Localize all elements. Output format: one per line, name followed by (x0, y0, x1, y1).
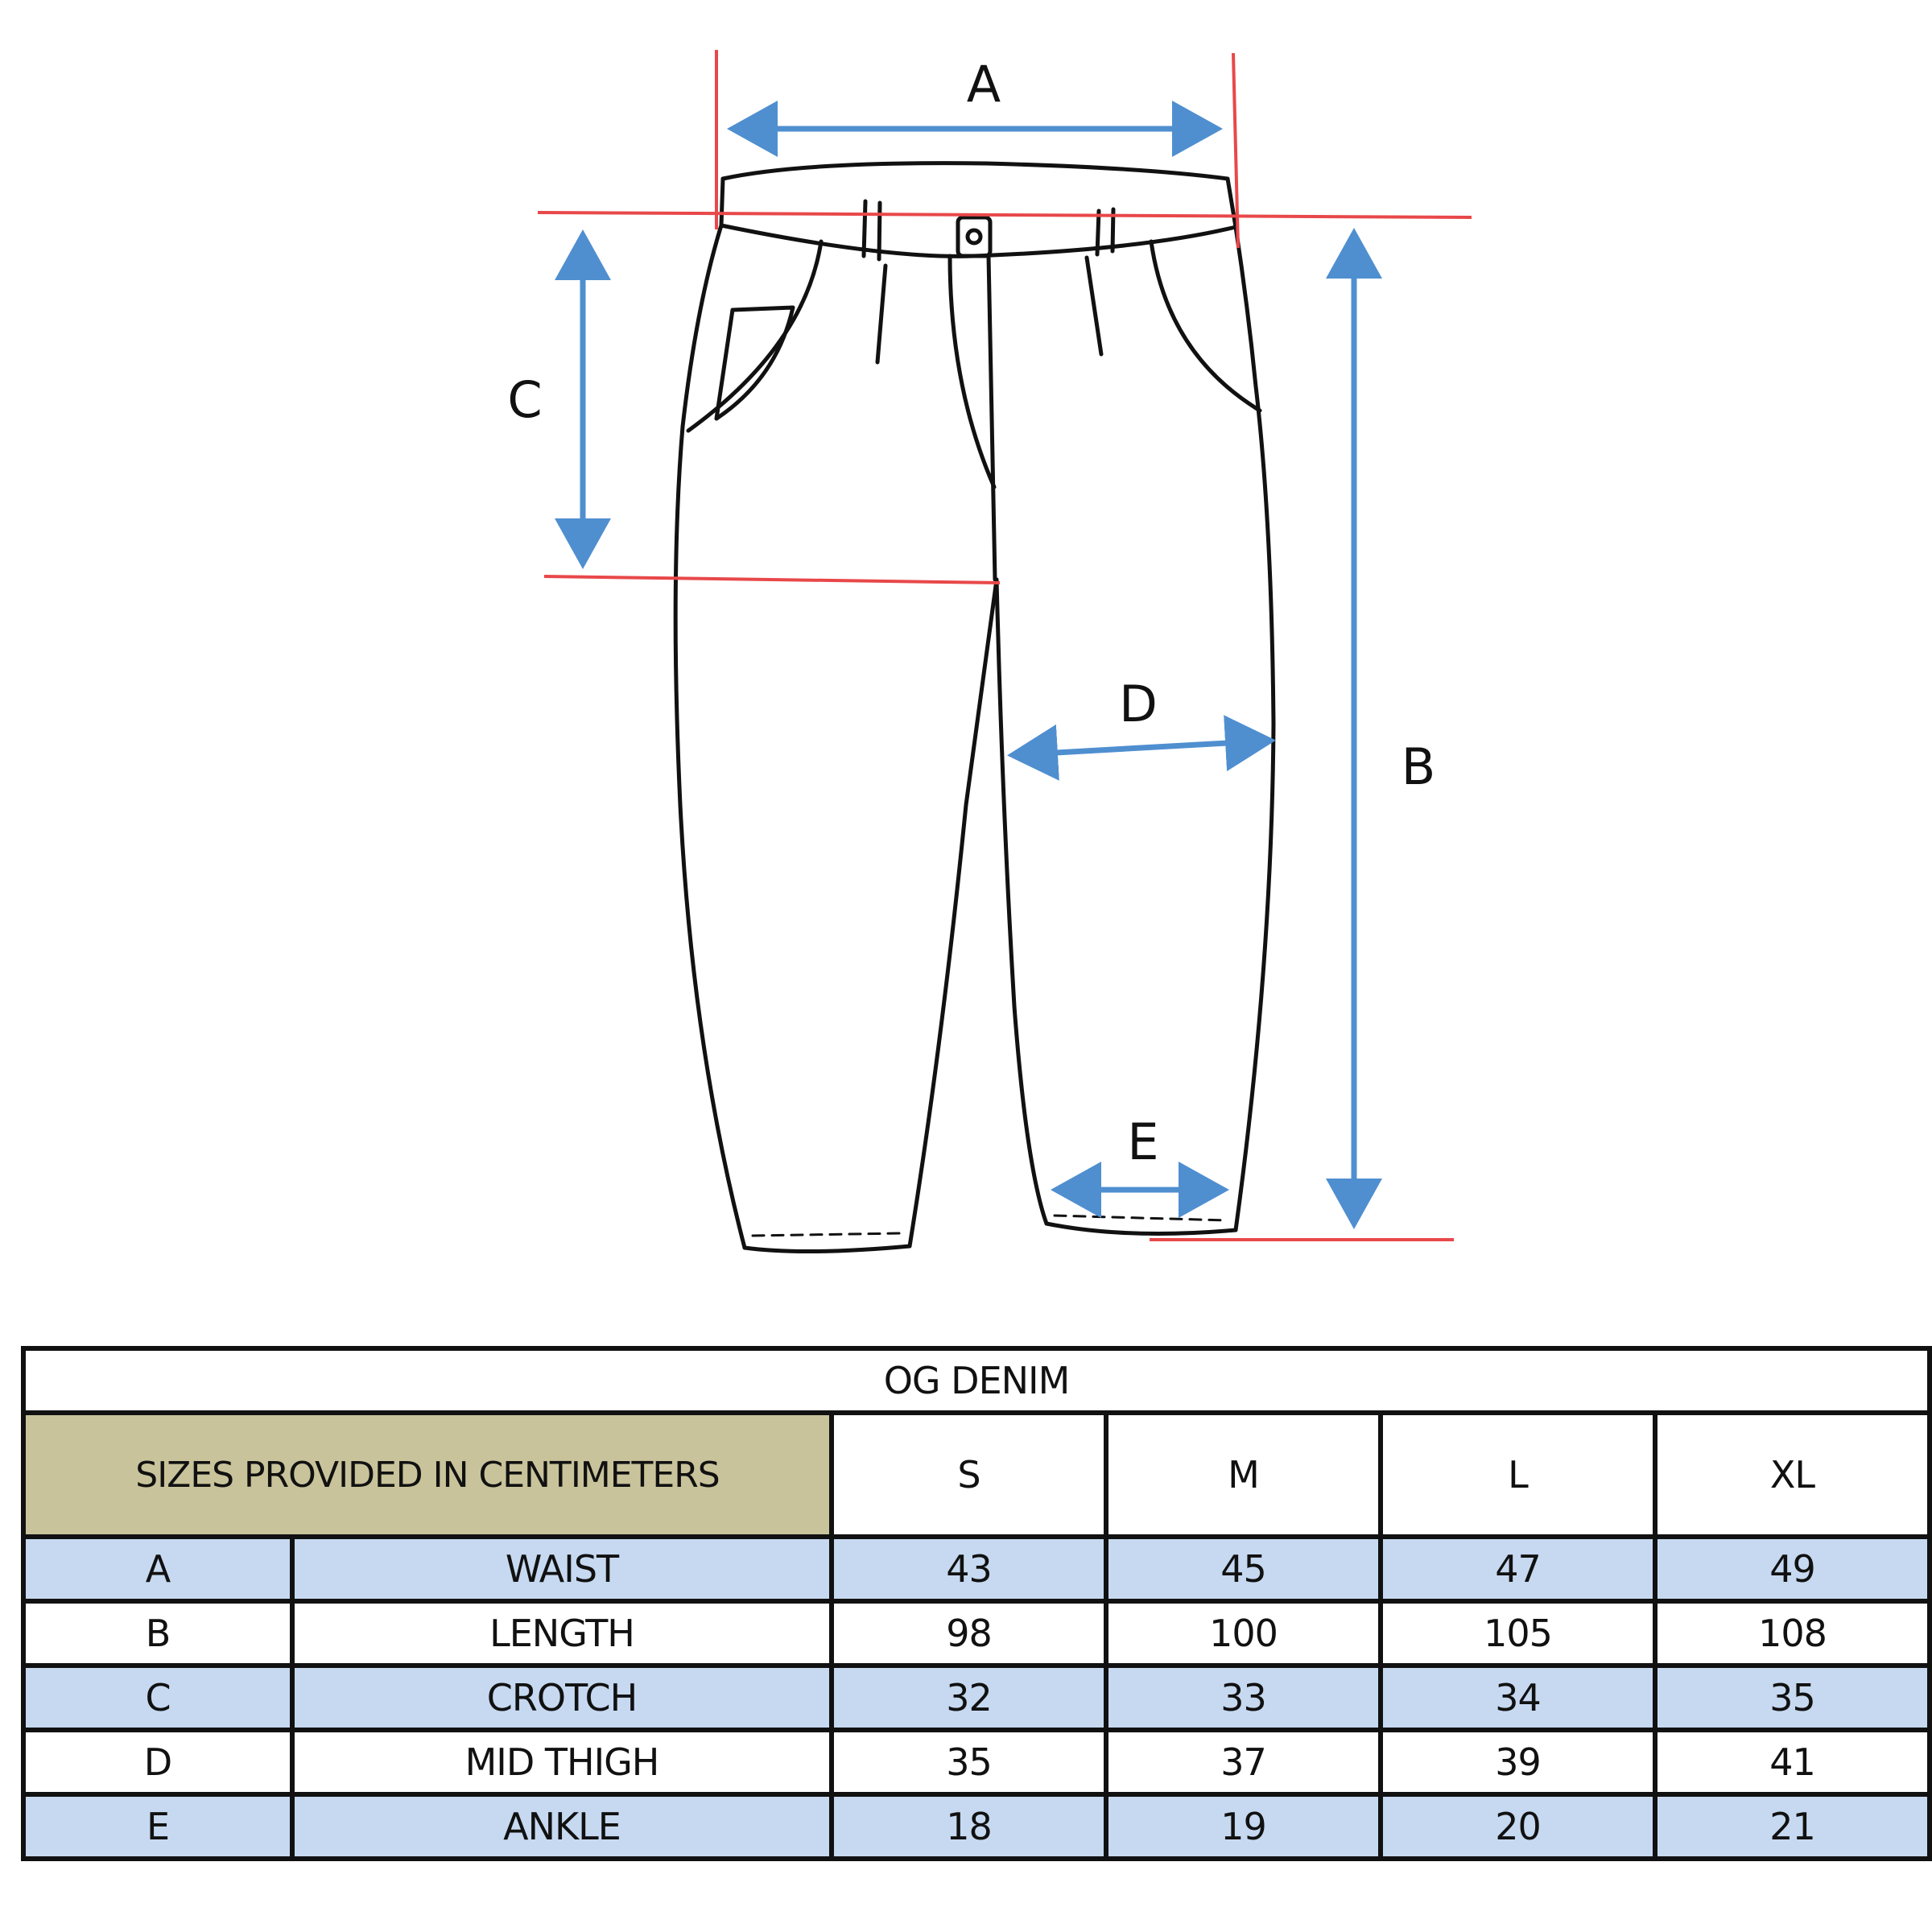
size-header-m: M (1104, 1410, 1383, 1539)
guide-crotch (543, 575, 1001, 584)
row-value: 49 (1653, 1534, 1932, 1604)
row-value: 39 (1378, 1728, 1657, 1797)
row-measurement: MID THIGH (290, 1728, 834, 1797)
table-row-waist: A WAIST 43 45 47 49 (21, 1534, 1932, 1604)
right-hem (1044, 1221, 1238, 1236)
row-code: C (21, 1663, 295, 1732)
row-value: 41 (1653, 1728, 1932, 1797)
row-value: 108 (1653, 1599, 1932, 1668)
label-e: E (1127, 1113, 1158, 1171)
row-value: 37 (1104, 1728, 1383, 1797)
table-title: OG DENIM (21, 1346, 1932, 1415)
arrow-mid-thigh (1007, 715, 1276, 781)
size-header-s: S (829, 1410, 1108, 1539)
pants-measurement-diagram: A C B D E (507, 50, 1472, 1254)
label-b: B (1402, 737, 1436, 796)
table-row-ankle: E ANKLE 18 19 20 21 (21, 1792, 1932, 1861)
left-hem (742, 1244, 912, 1254)
units-label: SIZES PROVIDED IN CENTIMETERS (21, 1410, 834, 1539)
table-row-length: B LENGTH 98 100 105 108 (21, 1599, 1932, 1668)
label-a: A (967, 55, 1001, 114)
row-value: 47 (1378, 1534, 1657, 1604)
right-leg-inner (994, 577, 1049, 1226)
table-header-row: SIZES PROVIDED IN CENTIMETERS S M L XL (21, 1410, 1932, 1539)
row-value: 21 (1653, 1792, 1932, 1861)
measurement-arrows (555, 101, 1382, 1229)
row-value: 45 (1104, 1534, 1383, 1604)
row-measurement: LENGTH (290, 1599, 834, 1668)
row-value: 34 (1378, 1663, 1657, 1732)
row-measurement: WAIST (290, 1534, 834, 1604)
table-title-row: OG DENIM (21, 1346, 1932, 1415)
row-value: 105 (1378, 1599, 1657, 1668)
row-value: 33 (1104, 1663, 1383, 1732)
pants-outline (673, 161, 1276, 1254)
row-value: 43 (829, 1534, 1108, 1604)
row-code: D (21, 1728, 295, 1797)
row-code: B (21, 1599, 295, 1668)
row-value: 32 (829, 1663, 1108, 1732)
guide-top (537, 211, 1472, 219)
guide-lines (537, 50, 1472, 1241)
right-leg-outer (1233, 225, 1276, 1232)
row-value: 35 (829, 1728, 1108, 1797)
row-value: 19 (1104, 1792, 1383, 1861)
size-chart-table: OG DENIM SIZES PROVIDED IN CENTIMETERS S… (21, 1346, 1932, 1861)
row-value: 20 (1378, 1792, 1657, 1861)
row-code: A (21, 1534, 295, 1604)
label-d: D (1119, 675, 1158, 733)
waistband-top (720, 161, 1230, 181)
row-code: E (21, 1792, 295, 1861)
label-c: C (507, 370, 542, 429)
left-leg-inner (907, 577, 999, 1249)
table-row-mid-thigh: D MID THIGH 35 37 39 41 (21, 1728, 1932, 1797)
row-measurement: ANKLE (290, 1792, 834, 1861)
table-row-crotch: C CROTCH 32 33 34 35 (21, 1663, 1932, 1732)
row-measurement: CROTCH (290, 1663, 834, 1732)
row-value: 98 (829, 1599, 1108, 1668)
size-header-l: L (1378, 1410, 1657, 1539)
row-value: 100 (1104, 1599, 1383, 1668)
left-leg-outer (673, 223, 747, 1250)
size-header-xl: XL (1653, 1410, 1932, 1539)
row-value: 35 (1653, 1663, 1932, 1732)
row-value: 18 (829, 1792, 1108, 1861)
